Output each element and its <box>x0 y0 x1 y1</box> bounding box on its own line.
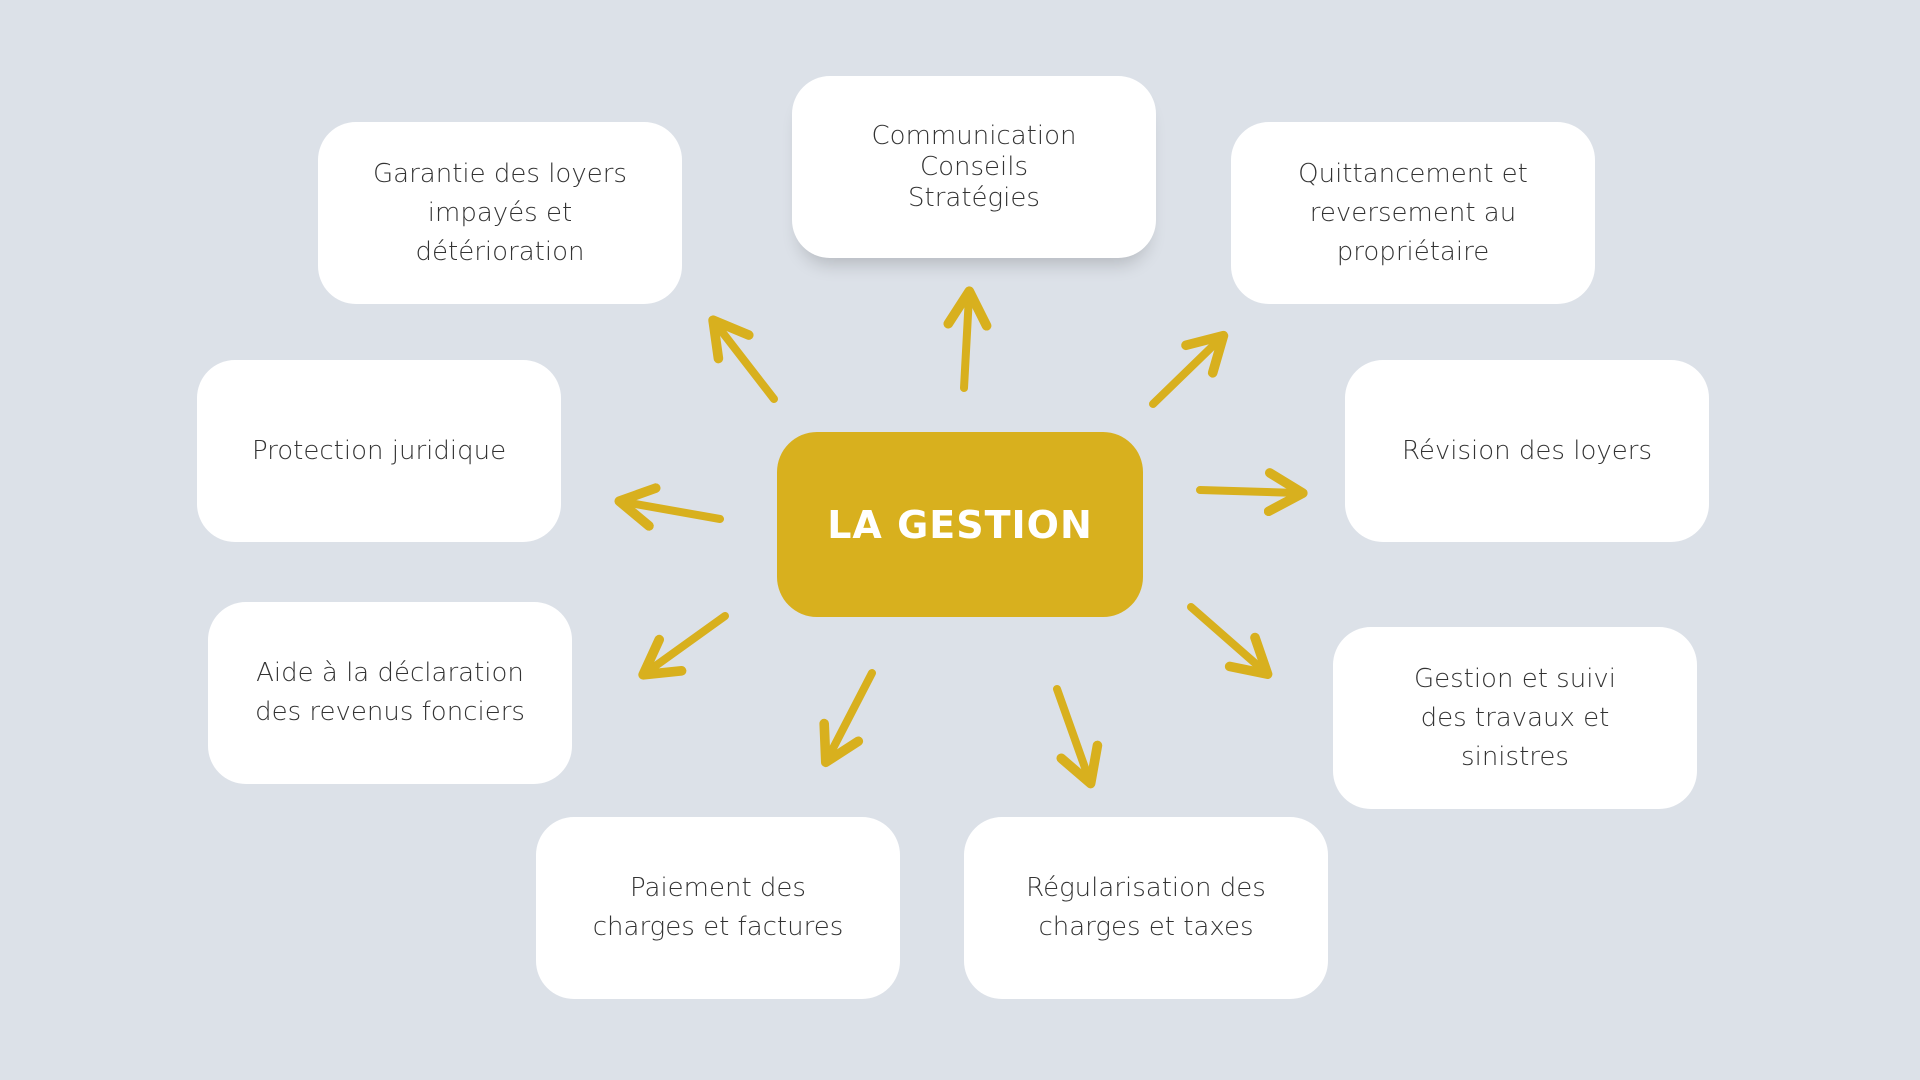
arrow-to-quittancement <box>1149 330 1229 408</box>
node-aide: Aide à la déclaration des revenus foncie… <box>208 602 572 784</box>
node-protection: Protection juridique <box>197 360 561 542</box>
node-travaux: Gestion et suivi des travaux et sinistre… <box>1333 627 1697 809</box>
node-label: Régularisation des charges et taxes <box>1026 873 1266 942</box>
arrow-to-communication <box>943 286 992 392</box>
node-label: Gestion et suivi des travaux et sinistre… <box>1413 663 1617 772</box>
arrow-to-paiement <box>819 669 876 768</box>
arrow-to-protection <box>614 483 724 531</box>
node-label: Paiement des charges et factures <box>592 873 844 942</box>
node-label: Révision des loyers <box>1402 435 1652 466</box>
node-paiement: Paiement des charges et factures <box>536 817 900 999</box>
node-label: Quittancement et reversement au propriét… <box>1298 158 1528 267</box>
arrow-to-revision <box>1196 468 1308 517</box>
node-label: Aide à la déclaration des revenus foncie… <box>255 658 525 727</box>
arrow-to-garantie <box>708 315 778 403</box>
center-label: LA GESTION <box>827 502 1093 547</box>
center-node: LA GESTION <box>777 432 1143 617</box>
node-quittancement: Quittancement et reversement au propriét… <box>1231 122 1595 304</box>
node-label: Communication Conseils Stratégies <box>871 120 1077 213</box>
arrow-to-travaux <box>1187 603 1273 679</box>
node-regularisation: Régularisation des charges et taxes <box>964 817 1328 999</box>
node-revision: Révision des loyers <box>1345 360 1709 542</box>
arrow-to-aide <box>638 612 729 680</box>
node-communication: Communication Conseils Stratégies <box>792 76 1156 258</box>
arrow-to-regularisation <box>1053 685 1103 789</box>
node-garantie: Garantie des loyers impayés et détériora… <box>318 122 682 304</box>
node-label: Protection juridique <box>251 435 507 466</box>
node-label: Garantie des loyers impayés et détériora… <box>373 158 627 267</box>
